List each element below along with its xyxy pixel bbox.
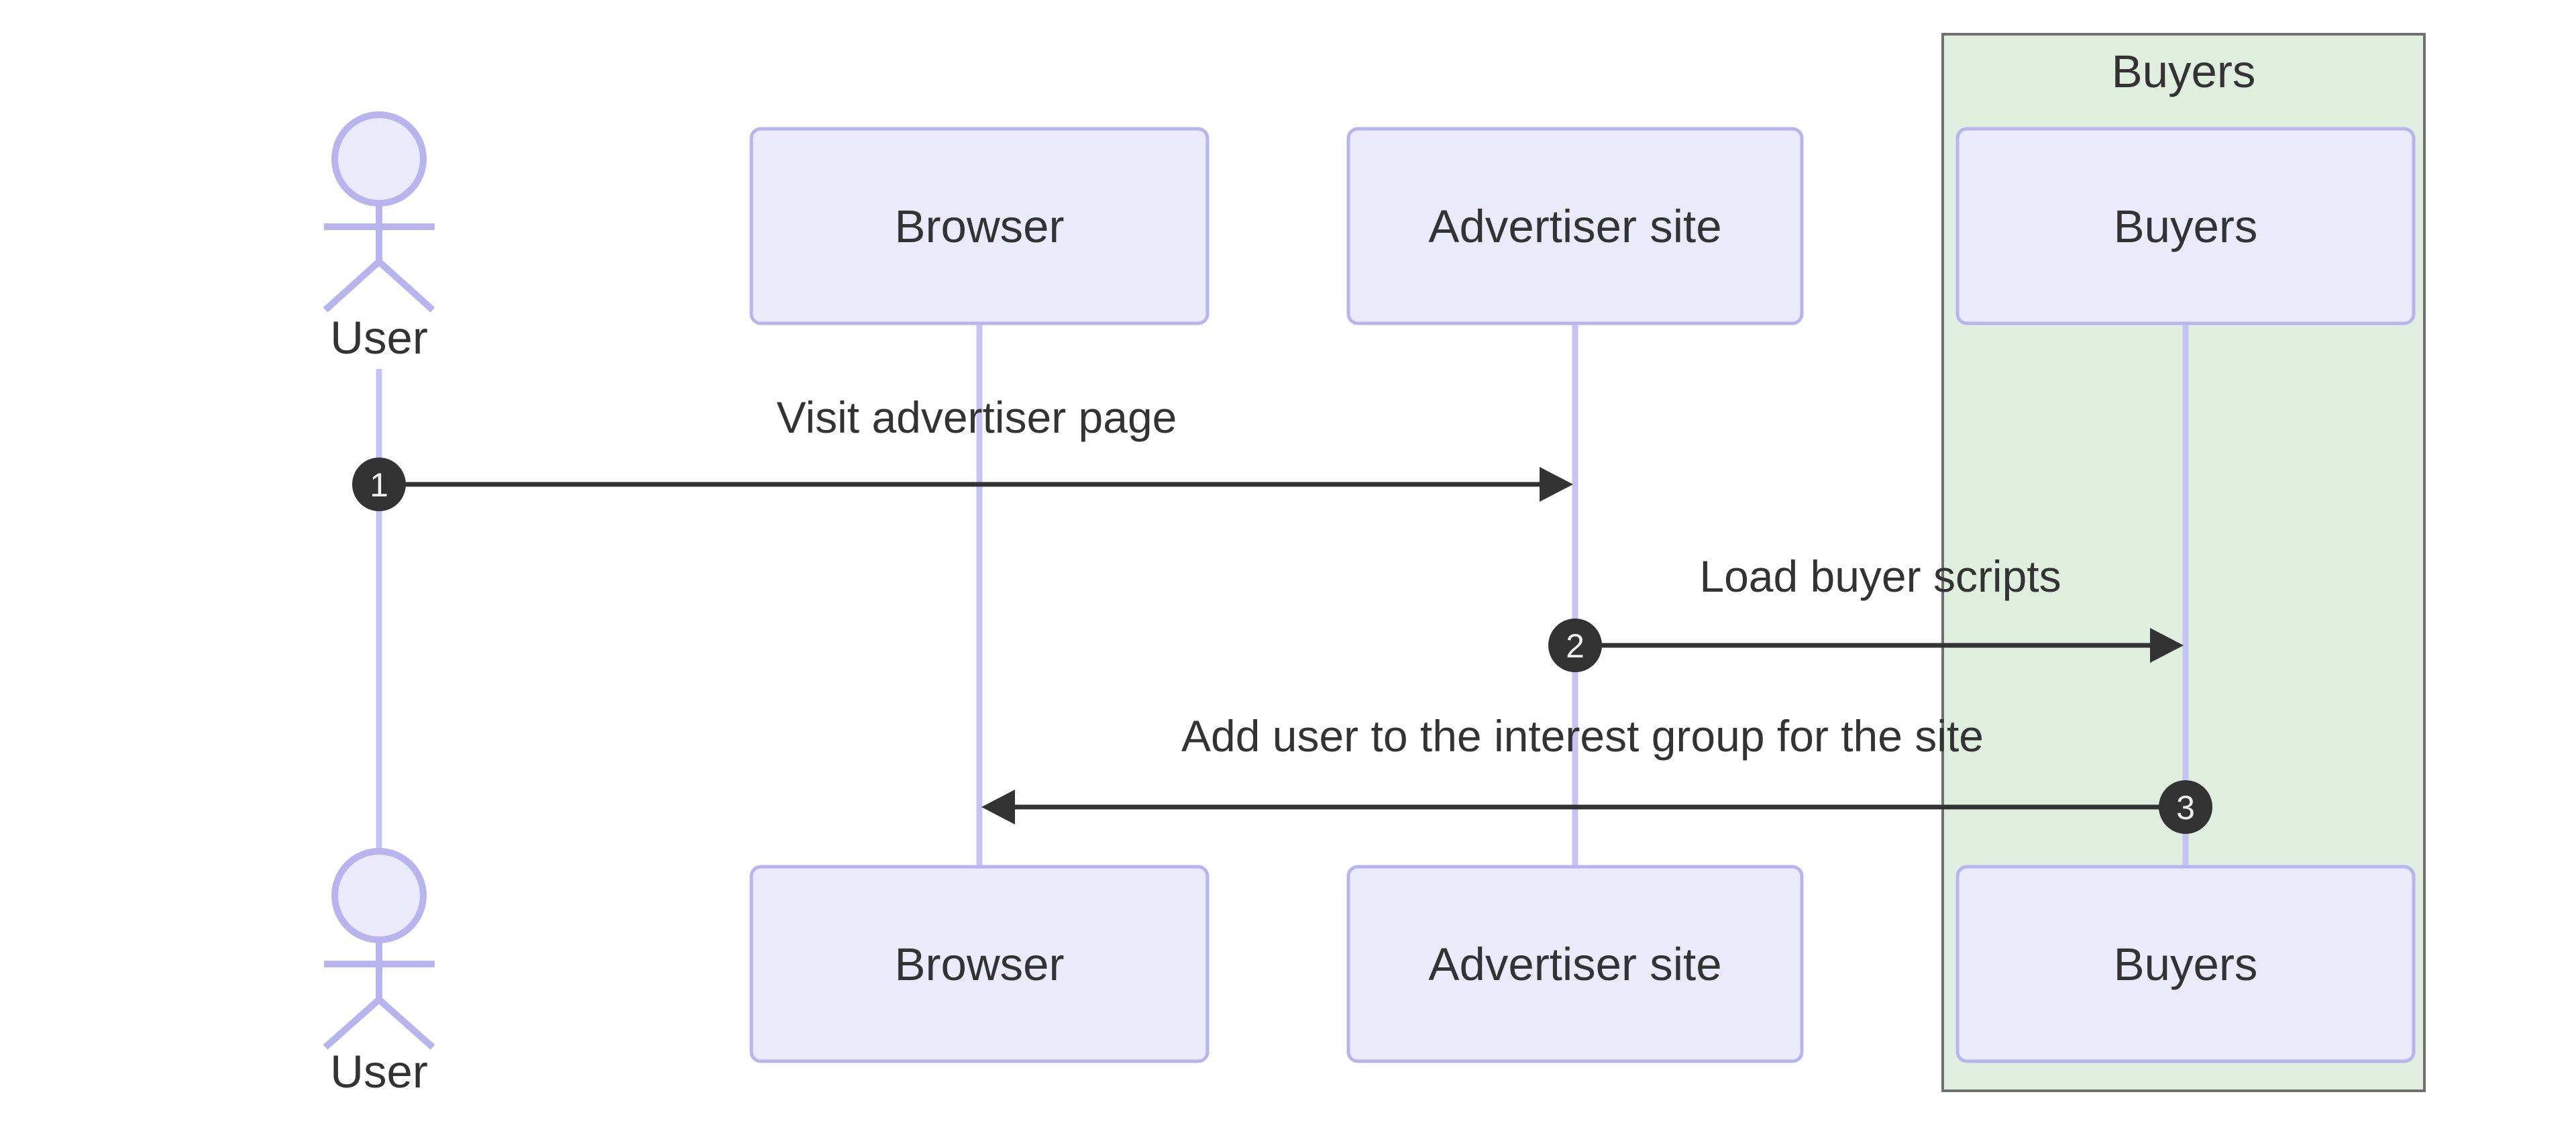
actor-head-icon (331, 111, 427, 207)
actor-left-leg-line (323, 997, 382, 1050)
participant-box (749, 865, 1210, 1063)
participant-box (1346, 865, 1804, 1063)
participant-box (749, 127, 1210, 325)
message-1-number: 1 (370, 466, 388, 504)
actor-user-bottom-figure: User (323, 848, 435, 1098)
actor-left-leg-line (323, 259, 382, 313)
message-2-number-badge (1548, 619, 1602, 672)
participant-advertiser-site-bottom-label: Advertiser site (1428, 939, 1721, 990)
buyers-group-label: Buyers (2112, 46, 2256, 97)
participant-browser-top-label: Browser (894, 201, 1064, 252)
actor-user-top-label: User (330, 312, 428, 364)
message-1-number-badge (352, 458, 406, 511)
participant-buyers-bottom: Buyers (1955, 865, 2416, 1063)
participant-advertiser-site-top: Advertiser site (1346, 127, 1804, 325)
actor-right-leg-line (376, 259, 435, 313)
participant-box (1955, 127, 2416, 325)
message-1: Visit advertiser page 1 (352, 392, 1573, 511)
message-2-number: 2 (1566, 627, 1585, 665)
message-2-arrowhead-icon (2150, 628, 2184, 663)
participant-buyers-bottom-label: Buyers (2114, 939, 2258, 990)
actor-right-leg-line (376, 997, 435, 1050)
participant-buyers-top: Buyers (1955, 127, 2416, 325)
actor-user-bottom-label: User (330, 1046, 428, 1098)
message-1-arrowhead-icon (1540, 467, 1573, 502)
participant-box (1346, 127, 1804, 325)
participant-browser-bottom-label: Browser (894, 939, 1064, 990)
participant-buyers-top-label: Buyers (2114, 201, 2258, 252)
message-3-arrowhead-icon (981, 790, 1015, 824)
message-3-number-badge (2159, 780, 2212, 834)
participant-browser-top: Browser (749, 127, 1210, 325)
message-2: Load buyer scripts 2 (1548, 551, 2184, 672)
participant-advertiser-site-top-label: Advertiser site (1428, 201, 1721, 252)
message-3-number: 3 (2176, 789, 2195, 826)
participant-box (1955, 865, 2416, 1063)
participant-advertiser-site-bottom: Advertiser site (1346, 865, 1804, 1063)
message-1-label: Visit advertiser page (777, 392, 1177, 442)
message-3-label: Add user to the interest group for the s… (1181, 711, 1984, 761)
message-2-label: Load buyer scripts (1699, 551, 2061, 601)
participant-browser-bottom: Browser (749, 865, 1210, 1063)
message-3: Add user to the interest group for the s… (981, 711, 2212, 834)
actor-head-icon (331, 848, 427, 943)
actor-user-top-figure: User (323, 111, 435, 364)
